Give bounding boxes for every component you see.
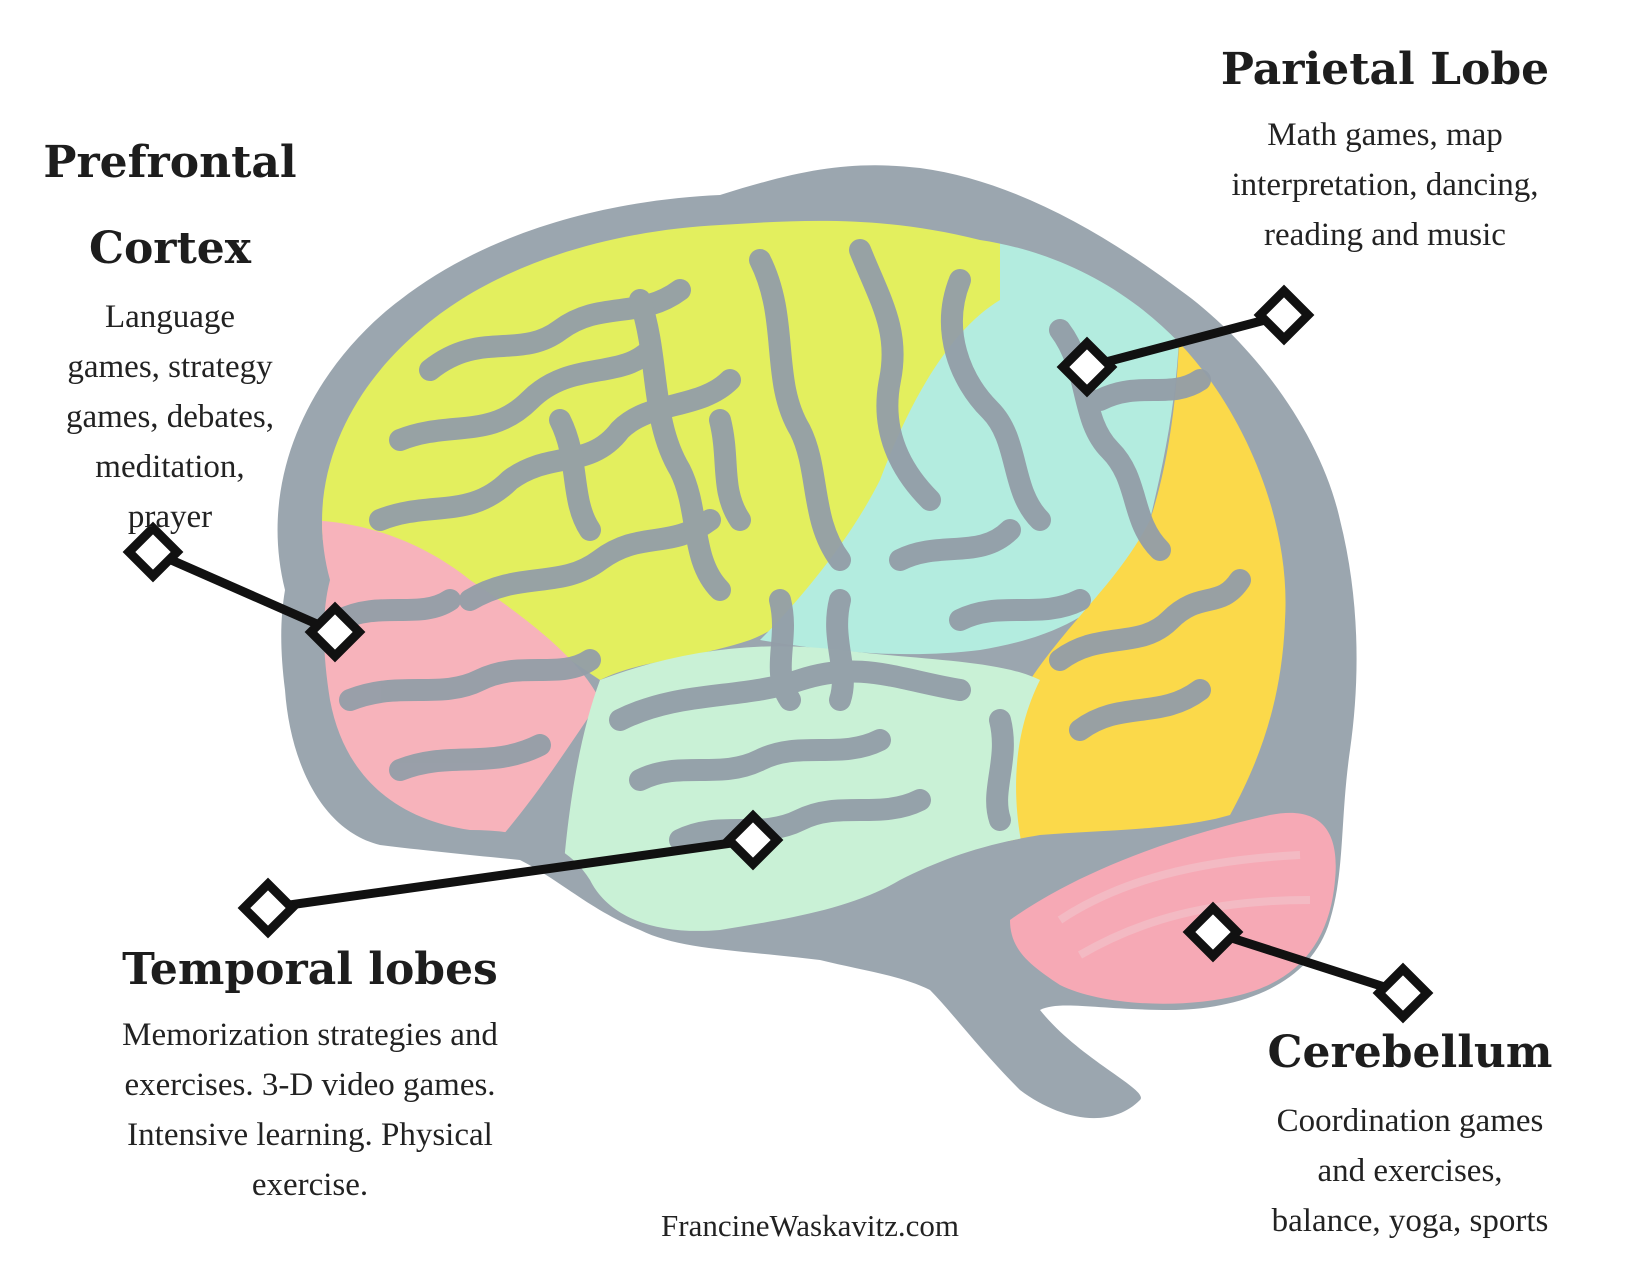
desc-line: and exercises, bbox=[1317, 1153, 1503, 1189]
prefrontal-title-line-1: Prefrontal bbox=[43, 137, 297, 188]
prefrontal-marker-inner bbox=[304, 601, 366, 663]
desc-line: games, debates, bbox=[65, 399, 274, 435]
cerebellum-description: Coordination games and exercises, balanc… bbox=[1180, 1096, 1640, 1246]
temporal-leader bbox=[267, 835, 754, 913]
desc-line: games, strategy bbox=[67, 349, 273, 385]
desc-line: Language bbox=[104, 299, 236, 335]
cerebellum-label: Cerebellum Coordination games and exerci… bbox=[1180, 1010, 1640, 1246]
prefrontal-leader bbox=[151, 547, 337, 637]
desc-line: exercise. bbox=[251, 1167, 369, 1203]
cerebellum-title: Cerebellum bbox=[1267, 1027, 1553, 1078]
desc-line: Coordination games bbox=[1276, 1103, 1544, 1139]
leader-lines bbox=[151, 310, 1405, 998]
parietal-leader bbox=[1085, 310, 1286, 372]
parietal-marker-inner bbox=[1056, 336, 1118, 398]
parietal-description: Math games, map interpretation, dancing,… bbox=[1150, 110, 1620, 260]
cerebellum-leader bbox=[1211, 927, 1405, 998]
prefrontal-title-line-2: Cortex bbox=[88, 223, 252, 274]
frontal-region bbox=[322, 220, 1000, 680]
desc-line: interpretation, dancing, bbox=[1231, 167, 1539, 203]
temporal-title: Temporal lobes bbox=[122, 944, 498, 995]
cerebellum-marker-outer bbox=[1372, 962, 1434, 1024]
leader-markers bbox=[122, 284, 1434, 1024]
desc-line: Intensive learning. Physical bbox=[127, 1117, 493, 1153]
desc-line: meditation, bbox=[95, 449, 245, 485]
website-credit: FrancineWaskavitz.com bbox=[661, 1208, 959, 1243]
temporal-label: Temporal lobes Memorization strategies a… bbox=[40, 930, 580, 1210]
desc-line: prayer bbox=[127, 499, 213, 535]
prefrontal-title: Prefrontal Cortex bbox=[10, 120, 330, 292]
temporal-description: Memorization strategies and exercises. 3… bbox=[40, 1010, 580, 1210]
desc-line: balance, yoga, sports bbox=[1271, 1203, 1549, 1239]
prefrontal-label: Prefrontal Cortex Language games, strate… bbox=[10, 120, 330, 542]
desc-line: Math games, map bbox=[1267, 117, 1503, 153]
prefrontal-description: Language games, strategy games, debates,… bbox=[10, 292, 330, 542]
desc-line: exercises. 3-D video games. bbox=[124, 1067, 496, 1103]
temporal-marker-outer bbox=[237, 877, 299, 939]
desc-line: reading and music bbox=[1264, 217, 1506, 253]
parietal-title: Parietal Lobe bbox=[1220, 44, 1550, 95]
parietal-label: Parietal Lobe Math games, map interpreta… bbox=[1150, 30, 1620, 260]
cerebellum-marker-inner bbox=[1182, 901, 1244, 963]
brain-folds bbox=[329, 239, 1251, 851]
parietal-marker-outer bbox=[1253, 284, 1315, 346]
prefrontal-marker-outer bbox=[122, 521, 184, 583]
occipital-region bbox=[1006, 300, 1286, 900]
parietal-region bbox=[760, 220, 1180, 655]
desc-line: Memorization strategies and bbox=[122, 1017, 498, 1053]
temporal-marker-inner bbox=[722, 809, 784, 871]
